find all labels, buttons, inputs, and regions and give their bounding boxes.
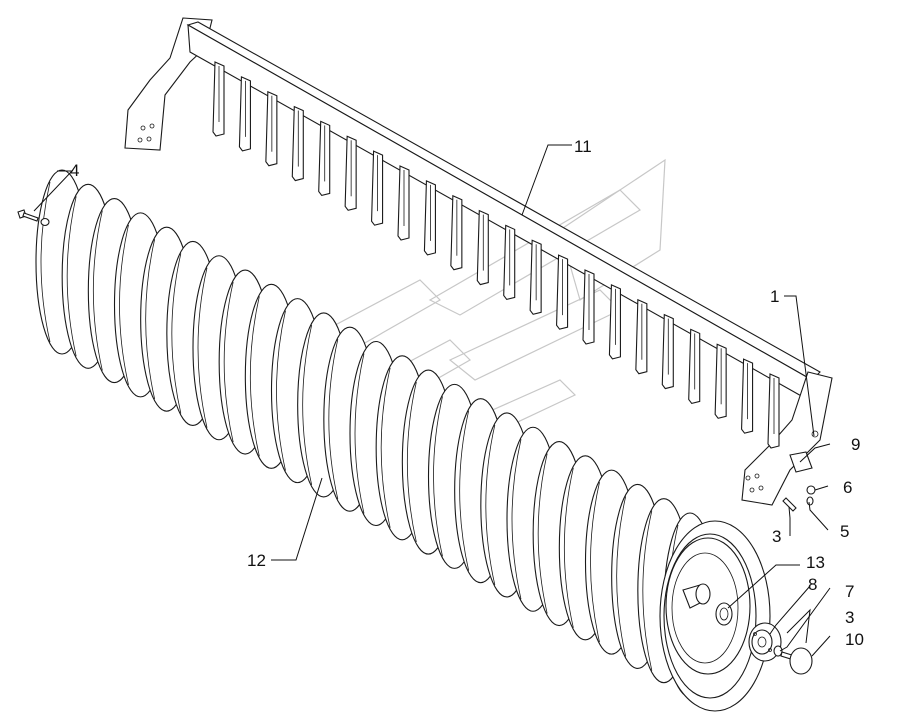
callout-8: 8 (808, 575, 817, 594)
callout-11: 11 (574, 137, 592, 156)
callout-labels: 1 3 3 4 5 6 7 8 9 10 11 12 13 (70, 137, 864, 649)
scraper-tine (318, 120, 331, 197)
callout-12: 12 (247, 551, 266, 570)
scraper-tine (265, 90, 278, 167)
scraper-tine (767, 373, 780, 449)
callout-1: 1 (770, 287, 779, 306)
scraper-frame (124, 17, 833, 506)
scraper-tine (714, 343, 727, 419)
cap-10 (789, 647, 813, 675)
callout-9: 9 (851, 435, 860, 454)
scraper-tine (556, 254, 569, 330)
washer-7 (773, 645, 783, 657)
bolt-3-upper (782, 497, 797, 512)
scraper-tine (397, 165, 410, 241)
leader-lines (33, 144, 831, 657)
scraper-tine (344, 135, 357, 211)
washer-13 (715, 602, 733, 626)
scraper-tine (582, 269, 595, 345)
scraper-tine (608, 284, 621, 360)
scraper-tine (371, 150, 384, 226)
bearing-8 (748, 622, 782, 662)
scraper-tine (741, 358, 754, 434)
washer-5 (806, 496, 814, 506)
callout-7: 7 (845, 582, 854, 601)
callout-3-lower: 3 (845, 608, 854, 627)
callout-10: 10 (845, 630, 864, 649)
scraper-tine (291, 105, 304, 182)
callout-13: 13 (806, 553, 825, 572)
callout-5: 5 (840, 522, 849, 541)
scraper-tine (529, 239, 542, 315)
callout-4: 4 (70, 161, 79, 180)
roller-end-disc (659, 520, 771, 712)
roller-discs (35, 169, 717, 698)
bolt-4 (17, 209, 50, 227)
scraper-tine (450, 194, 463, 271)
scraper-tine (212, 61, 225, 137)
scraper-tine (238, 76, 251, 152)
callout-6: 6 (843, 478, 852, 497)
scraper-tine (503, 224, 516, 301)
callout-3-upper: 3 (772, 527, 781, 546)
scraper-tine (635, 298, 648, 375)
scraper-tine (476, 209, 489, 286)
nut-6 (806, 485, 816, 495)
scraper-tine (688, 328, 701, 405)
bracket-9 (789, 430, 819, 473)
scraper-tines (212, 61, 780, 449)
scraper-tine (423, 180, 436, 256)
scraper-tine (661, 313, 674, 390)
